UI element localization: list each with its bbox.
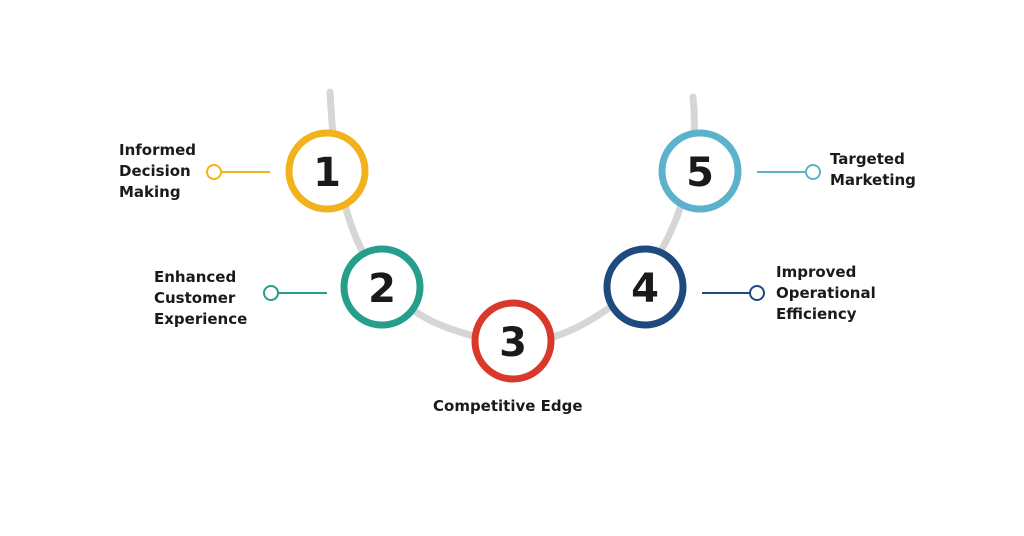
leader-dot [749, 285, 765, 301]
step-1-circle [285, 129, 369, 213]
step-2-circle [340, 245, 424, 329]
step-5-leader [757, 164, 821, 180]
step-2-node: 2 [340, 245, 424, 329]
step-4-node: 4 [603, 245, 687, 329]
step-2-leader [263, 285, 327, 301]
step-5-label: Targeted Marketing [830, 150, 916, 189]
step-4-number: 4 [631, 266, 659, 312]
step-2-number: 2 [368, 266, 396, 312]
step-3-label: Competitive Edge [433, 397, 583, 415]
step-3-circle [471, 299, 555, 383]
leader-dot [263, 285, 279, 301]
leader-dot [805, 164, 821, 180]
step-1-leader [206, 164, 270, 180]
step-1-node: 1 [285, 129, 369, 213]
step-3-number: 3 [499, 320, 527, 366]
step-4-leader [702, 285, 765, 301]
step-5-circle [658, 129, 742, 213]
leader-dot [206, 164, 222, 180]
step-4-label: Improved Operational Efficiency [776, 263, 876, 323]
step-4-circle [603, 245, 687, 329]
step-2-label: Enhanced Customer Experience [154, 268, 248, 328]
step-1-number: 1 [313, 150, 341, 196]
step-1-label: Informed Decision Making [119, 141, 197, 201]
step-3-node: 3 [471, 299, 555, 383]
step-5-node: 5 [658, 129, 742, 213]
step-5-number: 5 [686, 150, 714, 196]
